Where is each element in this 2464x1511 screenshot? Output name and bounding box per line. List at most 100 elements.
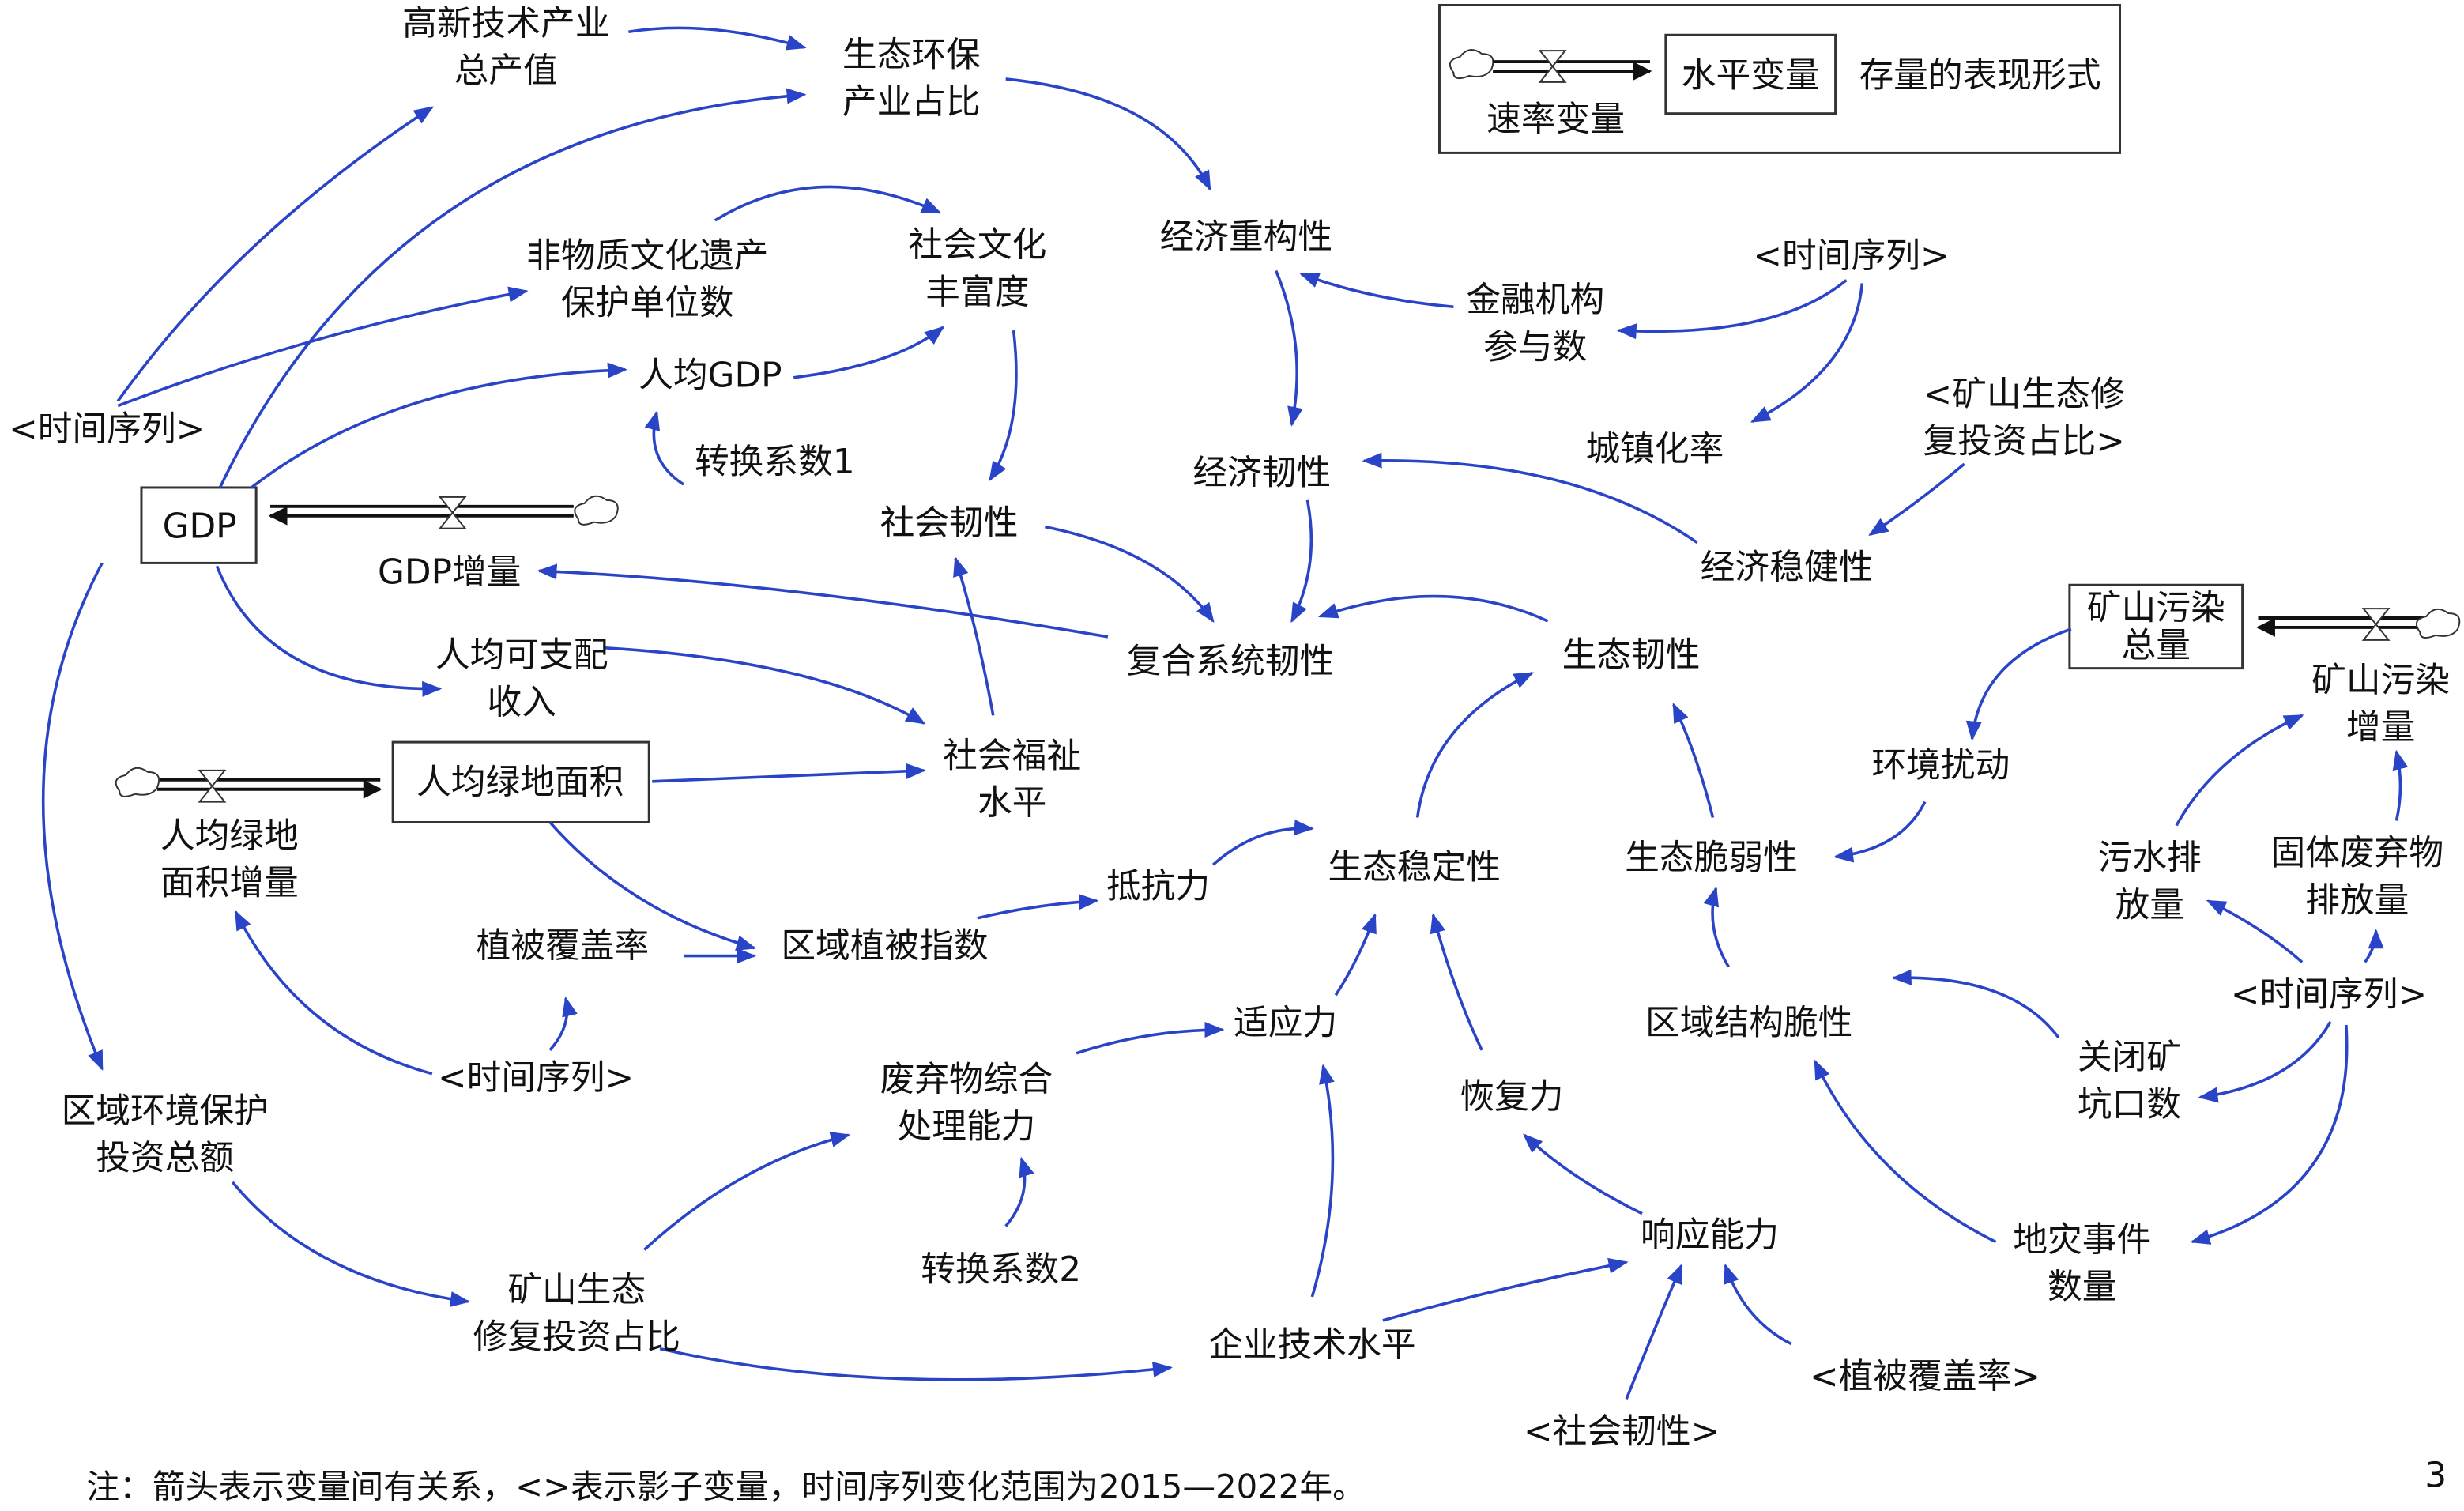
- variables: 高新技术产业 总产值 生态环保 产业占比 非物质文化遗产 保护单位数 社会文化 …: [9, 3, 2450, 1452]
- node-cultural-richness: 社会文化: [908, 225, 1046, 266]
- node-solid-waste: 固体废弃物: [2270, 833, 2443, 873]
- link: [2206, 899, 2304, 963]
- node-gdp: GDP: [163, 507, 237, 547]
- link: [2364, 929, 2384, 963]
- node-resistance: 抵抗力: [1106, 866, 1210, 906]
- link: [644, 410, 684, 486]
- node-mine-restoration-share: 修复投资占比: [473, 1317, 680, 1358]
- node-geo-disasters: 地灾事件: [2013, 1219, 2151, 1260]
- link: [1382, 1257, 1629, 1322]
- link: [977, 894, 1099, 920]
- node-disposable-income: 人均可支配: [435, 635, 608, 676]
- node-waste-capacity: 处理能力: [897, 1106, 1035, 1147]
- link: [1724, 1263, 1792, 1346]
- cloud-icon: [115, 767, 160, 797]
- link: [548, 996, 578, 1052]
- node-mine-restoration-share: 矿山生态: [507, 1270, 646, 1310]
- link: [1965, 627, 2072, 741]
- gdp-stock-box: [140, 486, 258, 564]
- mine-pollution-stock-box: [2068, 583, 2244, 670]
- link: [218, 88, 807, 488]
- valve-icon: [2361, 608, 2391, 641]
- node-green-area-per-capita: 人均绿地面积: [416, 763, 624, 803]
- node-cultural-richness: 丰富度: [925, 272, 1029, 312]
- node-time-series: <时间序列>: [1753, 236, 1949, 277]
- node-financial-institutions: 参与数: [1483, 327, 1587, 367]
- link: [1625, 1263, 1683, 1400]
- link: [1076, 1021, 1225, 1055]
- green-area-stock-box: [391, 740, 650, 824]
- link: [231, 1181, 471, 1307]
- node-social-resilience-shadow: <社会韧性>: [1524, 1411, 1720, 1452]
- link: [1891, 969, 2060, 1039]
- legend-rate-label: 速率变量: [1486, 100, 1625, 140]
- valve-icon: [1538, 50, 1567, 83]
- link: [234, 910, 433, 1076]
- node-mine-pollution-total: 总量: [2122, 626, 2191, 666]
- link: [1004, 1156, 1034, 1227]
- link: [1299, 272, 1454, 309]
- node-gdp-per-capita: 人均GDP: [639, 356, 782, 396]
- cloud-icon: [574, 495, 619, 526]
- node-geo-disasters: 数量: [2048, 1267, 2116, 1307]
- link: [1868, 462, 1965, 537]
- causal-links: [41, 26, 2409, 1400]
- link: [1672, 703, 1715, 818]
- node-urbanization-rate: 城镇化率: [1585, 429, 1724, 469]
- footnote: 注：箭头表示变量间有关系，<>表示影子变量，时间序列变化范围为2015—2022…: [86, 1468, 1365, 1506]
- node-waste-capacity: 废弃物综合: [880, 1060, 1053, 1100]
- link: [41, 562, 104, 1072]
- legend-stock-desc: 存量的表现形式: [1859, 55, 2100, 96]
- link: [1415, 671, 1535, 818]
- link: [1523, 1133, 1643, 1215]
- link: [2175, 714, 2304, 827]
- link: [1317, 594, 1549, 623]
- link: [1362, 452, 1698, 544]
- node-time-series: <时间序列>: [438, 1058, 634, 1098]
- link: [1334, 913, 1377, 997]
- node-response-capacity: 响应能力: [1641, 1215, 1779, 1255]
- valve-icon: [198, 769, 227, 803]
- node-closed-mines: 坑口数: [2078, 1084, 2181, 1125]
- link: [1211, 820, 1314, 866]
- link: [117, 286, 529, 408]
- node-mine-restoration-shadow: 复投资占比>: [1923, 421, 2125, 462]
- node-economic-robustness: 经济稳健性: [1701, 547, 1874, 587]
- node-social-welfare: 水平: [978, 783, 1046, 823]
- node-green-area-increase: 人均绿地: [160, 816, 299, 856]
- link: [643, 1132, 851, 1251]
- node-env-investment: 区域环境保护: [62, 1091, 269, 1131]
- node-time-series: <时间序列>: [9, 409, 205, 449]
- link: [1290, 499, 1313, 624]
- node-disposable-income: 收入: [487, 682, 556, 722]
- node-high-tech-output: 总产值: [454, 51, 558, 91]
- node-vegetation-cover: 植被覆盖率: [477, 926, 650, 967]
- link: [1750, 283, 1864, 424]
- link: [1310, 1064, 1335, 1298]
- link: [2190, 1024, 2349, 1245]
- valve-icon: [438, 496, 467, 529]
- link: [537, 563, 1109, 639]
- node-mine-pollution-increase: 矿山污染: [2311, 660, 2450, 700]
- link: [1430, 913, 1483, 1051]
- node-adaptability: 适应力: [1234, 1003, 1337, 1043]
- link: [1275, 269, 1303, 427]
- node-intangible-heritage: 非物质文化遗产: [526, 236, 768, 277]
- node-social-welfare: 社会福祉: [943, 736, 1081, 776]
- node-social-resilience: 社会韧性: [880, 503, 1019, 544]
- link: [2198, 1021, 2332, 1103]
- link: [605, 646, 926, 725]
- node-structural-fragility: 区域结构脆性: [1645, 1003, 1852, 1043]
- link: [215, 565, 443, 697]
- link: [548, 821, 756, 951]
- cloud-icon: [2415, 609, 2461, 639]
- legend: 水平变量 存量的表现形式 速率变量: [1437, 3, 2122, 154]
- node-composite-resilience: 复合系统韧性: [1127, 642, 1334, 682]
- node-conversion-coef-1: 转换系数1: [695, 442, 855, 482]
- legend-level-label: 水平变量: [1682, 55, 1820, 96]
- node-economic-resilience: 经济韧性: [1192, 453, 1331, 493]
- node-mine-pollution-total: 矿山污染: [2087, 588, 2225, 628]
- node-eco-industry-share: 生态环保: [842, 35, 981, 75]
- link: [714, 185, 942, 222]
- node-env-investment: 投资总额: [96, 1138, 234, 1178]
